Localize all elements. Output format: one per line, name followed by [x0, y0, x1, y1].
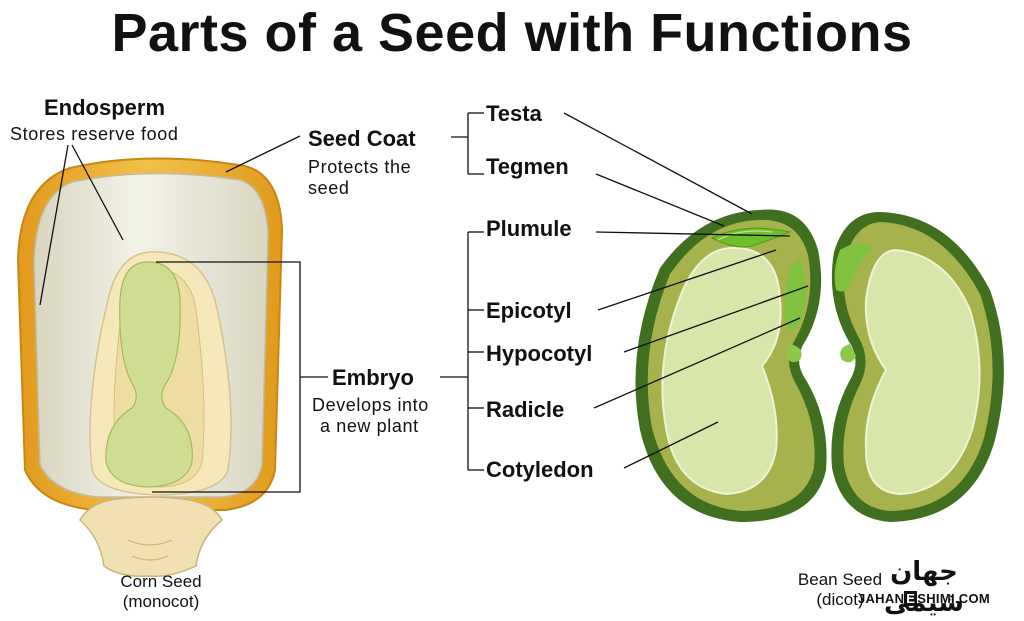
bean-seed — [635, 209, 1004, 522]
caption-bean-line-1: Bean Seed — [797, 570, 883, 589]
caption-corn-line-1: Corn Seed — [120, 572, 202, 591]
bean-hilum-left — [786, 344, 802, 363]
label-epicotyl: Epicotyl — [486, 298, 572, 323]
page-title: Parts of a Seed with Functions — [111, 3, 913, 63]
label-seed-coat-desc-1: Protects the — [308, 157, 412, 177]
bean-left-cotyledon — [661, 246, 782, 496]
corn-embryo-core — [105, 261, 193, 488]
bean-hilum-right — [840, 344, 856, 363]
label-seed-coat: Seed Coat — [308, 126, 416, 151]
leader-lines — [39, 112, 809, 493]
watermark-name: جهان شیمی — [884, 556, 964, 617]
label-endosperm: Endosperm — [44, 95, 166, 120]
label-seed-coat-desc-2: seed — [308, 178, 350, 198]
corn-seed-tip — [79, 496, 223, 578]
caption-corn-seed: Corn Seed (monocot) — [96, 572, 226, 612]
bean-plumule — [710, 227, 792, 248]
label-embryo-desc-2: a new plant — [320, 416, 419, 436]
watermark-site-e: E — [904, 591, 918, 606]
caption-bean-seed: Bean Seed (dicot) — [780, 570, 900, 610]
label-tegmen: Tegmen — [486, 154, 569, 179]
label-plumule: Plumule — [486, 216, 572, 241]
watermark-site-b: SHIMI.COM — [917, 591, 991, 606]
label-embryo: Embryo — [332, 365, 414, 390]
corn-seed — [16, 157, 284, 578]
caption-bean-line-2: (dicot) — [816, 590, 864, 609]
label-endosperm-desc: Stores reserve food — [10, 124, 179, 144]
caption-corn-line-2: (monocot) — [122, 592, 200, 611]
label-embryo-desc-1: Develops into — [312, 395, 429, 415]
watermark-site-a: JAHAN — [857, 591, 905, 606]
label-testa: Testa — [486, 101, 542, 126]
label-cotyledon: Cotyledon — [486, 457, 594, 482]
bean-right-embryo-axis — [834, 243, 872, 292]
label-radicle: Radicle — [486, 397, 565, 422]
bean-radicle — [784, 260, 806, 330]
bean-right-cotyledon — [864, 248, 981, 496]
label-hypocotyl: Hypocotyl — [486, 341, 593, 366]
